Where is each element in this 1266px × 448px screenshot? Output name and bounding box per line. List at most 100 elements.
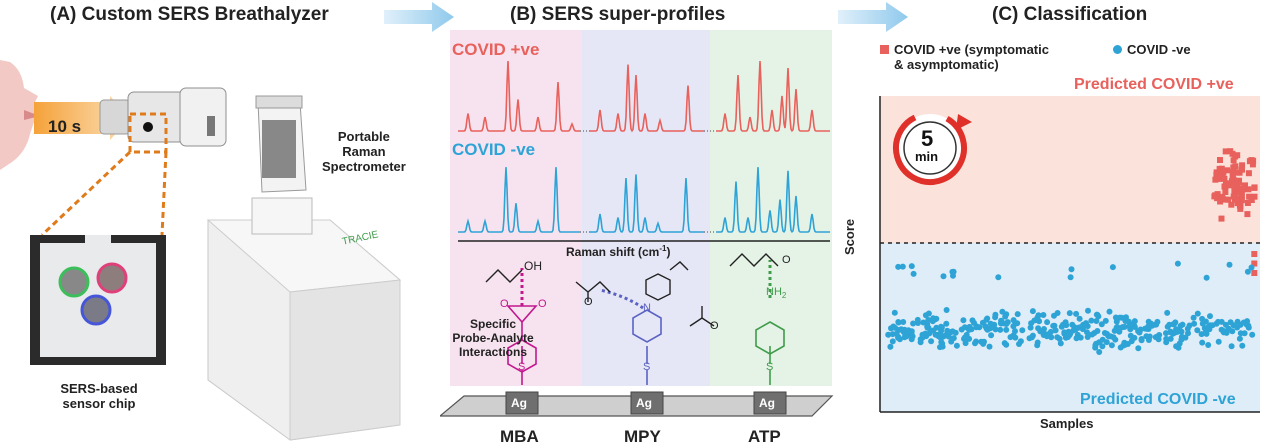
- negative-point: [1199, 315, 1206, 322]
- negative-point: [1169, 330, 1176, 337]
- negative-point: [1127, 332, 1134, 339]
- negative-point: [1166, 321, 1173, 328]
- negative-point: [973, 323, 980, 330]
- negative-point: [948, 329, 954, 336]
- positive-point: [1213, 169, 1220, 176]
- negative-point: [1093, 311, 1100, 318]
- positive-point: [1230, 176, 1237, 183]
- negative-point: [1003, 326, 1010, 333]
- negative-point: [987, 325, 994, 332]
- positive-point: [1234, 152, 1241, 159]
- negative-point: [1178, 336, 1185, 343]
- negative-point: [1123, 314, 1129, 321]
- mpy-column-bg: [582, 30, 710, 386]
- negative-point: [953, 342, 960, 349]
- negative-point: [1083, 320, 1089, 327]
- negative-point: [1054, 310, 1061, 316]
- legend-negative-marker: [1113, 45, 1122, 54]
- raman-shift-close: ): [666, 245, 671, 259]
- breathalyzer-illustration: [0, 60, 402, 441]
- negative-point: [1093, 340, 1100, 347]
- positive-point: [1236, 202, 1243, 209]
- chip-label-line2: sensor chip: [62, 395, 136, 411]
- negative-point: [1067, 274, 1074, 281]
- negative-point: [1102, 317, 1109, 324]
- negative-point: [937, 344, 943, 351]
- negative-point: [1184, 325, 1191, 332]
- panel-c-title: (C) Classification: [992, 4, 1148, 25]
- chip-label: SERS-based sensor chip: [34, 381, 164, 412]
- ag-label-mpy: Ag: [636, 396, 652, 410]
- positive-point: [1216, 175, 1223, 182]
- positive-point: [1230, 193, 1237, 200]
- negative-point: [1234, 318, 1241, 325]
- negative-point: [1203, 328, 1209, 335]
- positive-point: [1237, 205, 1244, 212]
- timer-icon: [893, 111, 972, 185]
- timer-value: 5: [921, 126, 934, 151]
- negative-point: [966, 335, 973, 342]
- negative-point: [1056, 335, 1063, 342]
- positive-point: [1222, 189, 1229, 195]
- negative-point: [917, 336, 924, 343]
- positive-point: [1251, 260, 1258, 267]
- negative-point: [948, 338, 955, 345]
- positive-point: [1238, 166, 1245, 173]
- negative-point: [943, 307, 950, 313]
- negative-point: [1012, 334, 1019, 341]
- negative-point: [1236, 335, 1243, 342]
- negative-point: [1094, 328, 1101, 334]
- negative-point: [1027, 324, 1034, 331]
- negative-point: [995, 274, 1002, 281]
- positive-point: [1251, 251, 1258, 257]
- negative-point: [1057, 340, 1064, 347]
- positive-point: [1223, 180, 1229, 187]
- positive-point: [1231, 187, 1238, 194]
- probe-label-atp: ATP: [748, 427, 781, 446]
- spectrometer-label-line1: Portable: [337, 129, 390, 144]
- atp-molecule: [755, 321, 785, 385]
- negative-point: [1062, 330, 1069, 337]
- negative-point: [1228, 343, 1235, 350]
- negative-point: [1017, 338, 1024, 345]
- positive-point: [1242, 182, 1248, 189]
- negative-point: [1084, 334, 1091, 340]
- negative-point: [1007, 334, 1014, 341]
- positive-point: [1228, 201, 1235, 208]
- x-axis-label: Samples: [1040, 416, 1094, 431]
- negative-point: [1135, 345, 1142, 352]
- positive-point: [1216, 165, 1223, 172]
- negative-point: [1145, 323, 1152, 330]
- positive-point: [1229, 169, 1236, 176]
- negative-point: [928, 338, 935, 345]
- positive-point: [1233, 169, 1240, 176]
- negative-point: [900, 319, 907, 325]
- legend-negative-text: COVID -ve: [1127, 42, 1191, 57]
- negative-point: [1137, 326, 1144, 333]
- probe-label-mpy: MPY: [624, 427, 661, 446]
- atom-o-acetone: O: [710, 320, 719, 332]
- panel-b-title: (B) SERS super-profiles: [510, 4, 726, 25]
- negative-point: [1191, 320, 1198, 327]
- negative-point: [1131, 324, 1138, 330]
- negative-point: [1108, 342, 1115, 349]
- negative-point: [908, 263, 915, 270]
- atom-s-mpy: S: [643, 361, 651, 373]
- negative-point: [1109, 264, 1116, 271]
- negative-point: [1198, 331, 1205, 338]
- atom-o-mba-left: O: [500, 298, 509, 310]
- negative-point: [1029, 308, 1036, 315]
- negative-point: [960, 317, 967, 324]
- negative-point: [961, 324, 968, 331]
- predicted-negative-label: Predicted COVID -ve: [1080, 391, 1236, 408]
- negative-point: [1177, 322, 1184, 329]
- negative-point: [1048, 334, 1055, 341]
- negative-point: [1088, 317, 1095, 324]
- positive-point: [1238, 192, 1245, 198]
- legend-positive-line1: COVID +ve (symptomatic: [894, 42, 1049, 57]
- negative-point: [1190, 314, 1197, 321]
- negative-point: [1112, 314, 1119, 321]
- positive-point: [1222, 196, 1229, 203]
- negative-point: [1122, 341, 1129, 348]
- negative-point: [1101, 330, 1108, 336]
